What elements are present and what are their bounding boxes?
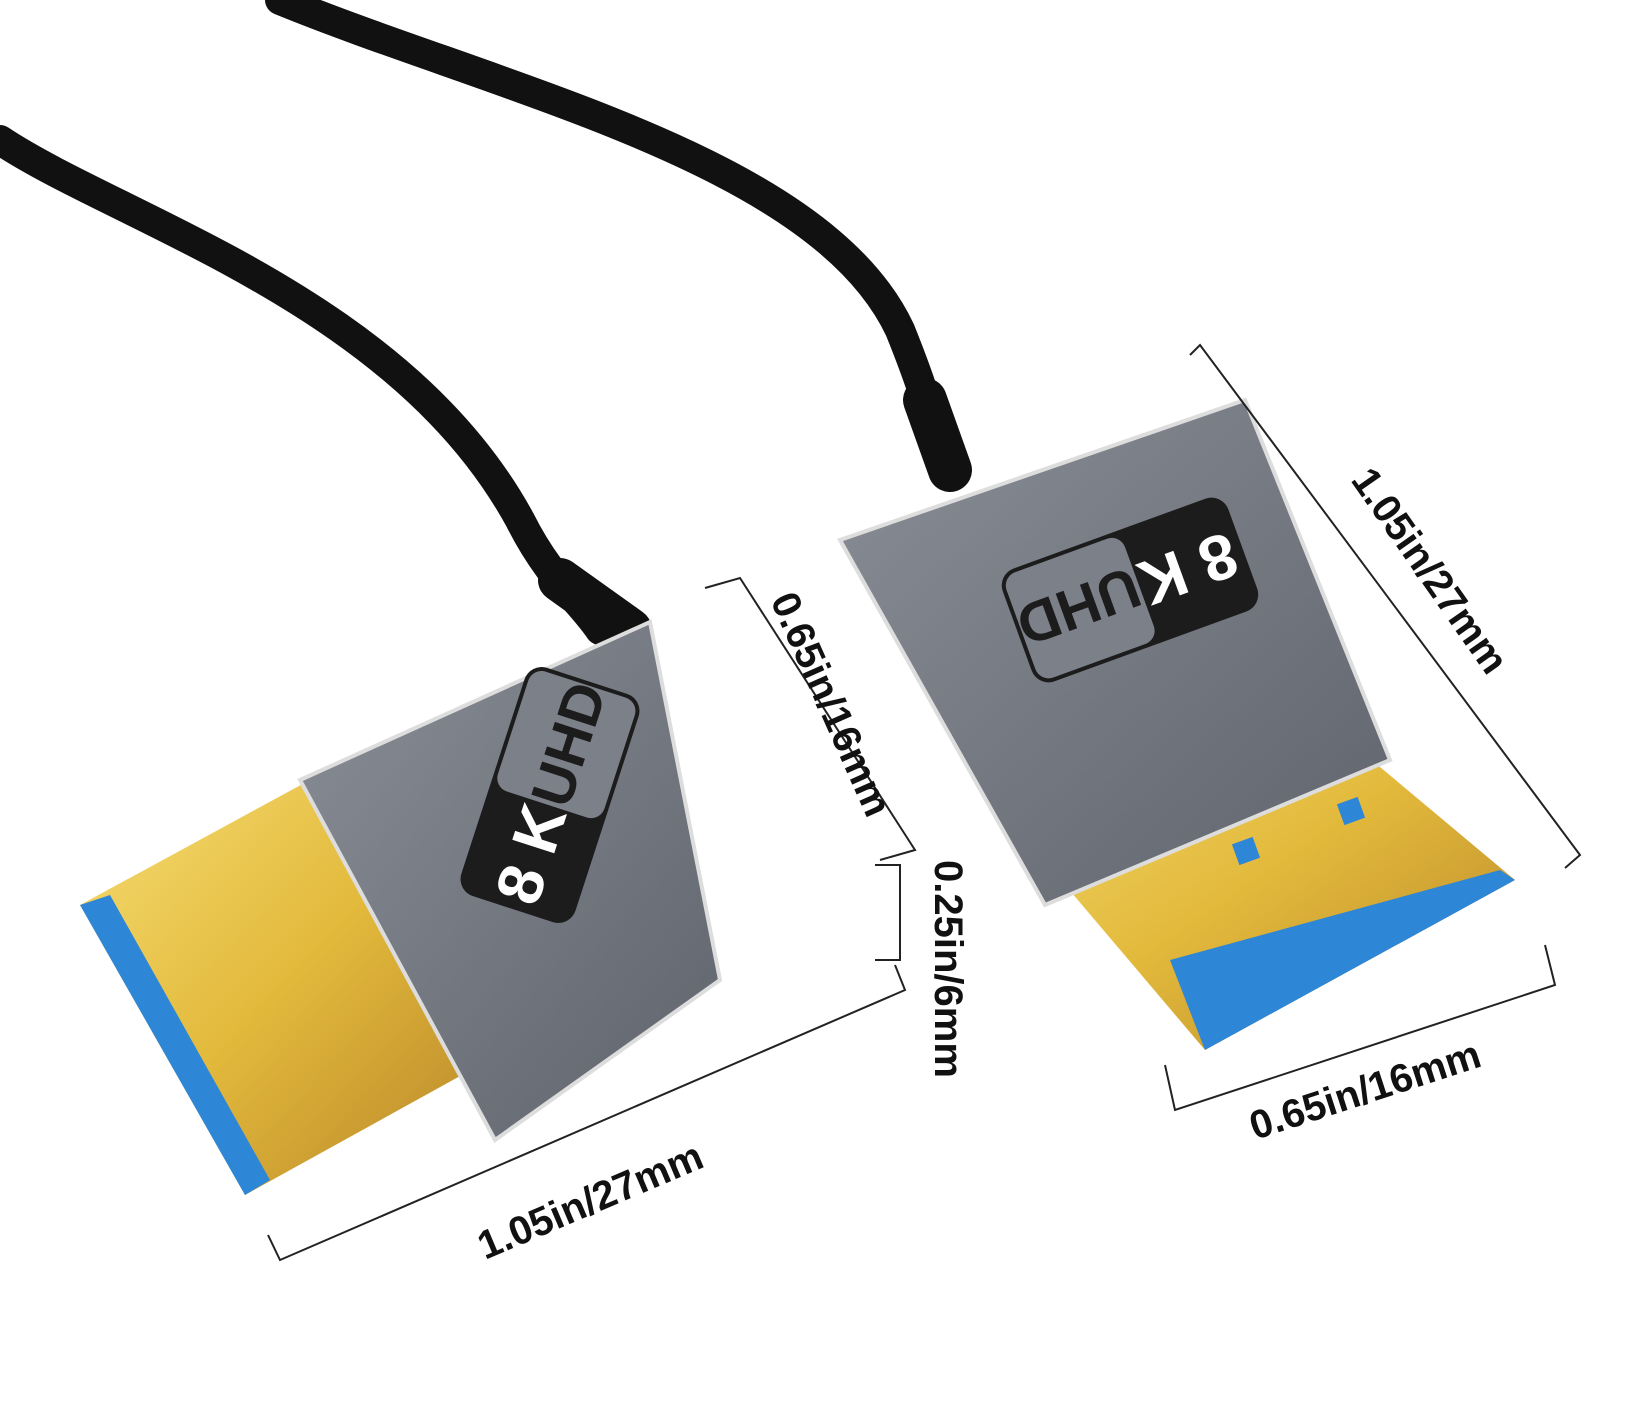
cable-left	[0, 125, 615, 645]
dim-left-length: 1.05in/27mm	[471, 1134, 709, 1268]
strain-relief-right	[903, 378, 972, 492]
dim-right-width: 0.65in/16mm	[1244, 1033, 1486, 1149]
dimension-lines	[267, 343, 1582, 1262]
dim-left-thickness: 0.25in/6mm	[926, 860, 970, 1078]
dim-left-height: 0.65in/16mm	[762, 586, 900, 823]
right-contacts	[1170, 870, 1515, 1050]
left-contacts	[80, 895, 270, 1195]
left-gold-plug	[80, 780, 480, 1195]
right-hole-2	[1336, 796, 1366, 826]
right-connector: 8 K UHD	[837, 397, 1515, 1050]
left-connector: 8 K UHD	[80, 619, 723, 1195]
right-hole-1	[1231, 836, 1261, 866]
strain-relief-left	[538, 558, 652, 652]
